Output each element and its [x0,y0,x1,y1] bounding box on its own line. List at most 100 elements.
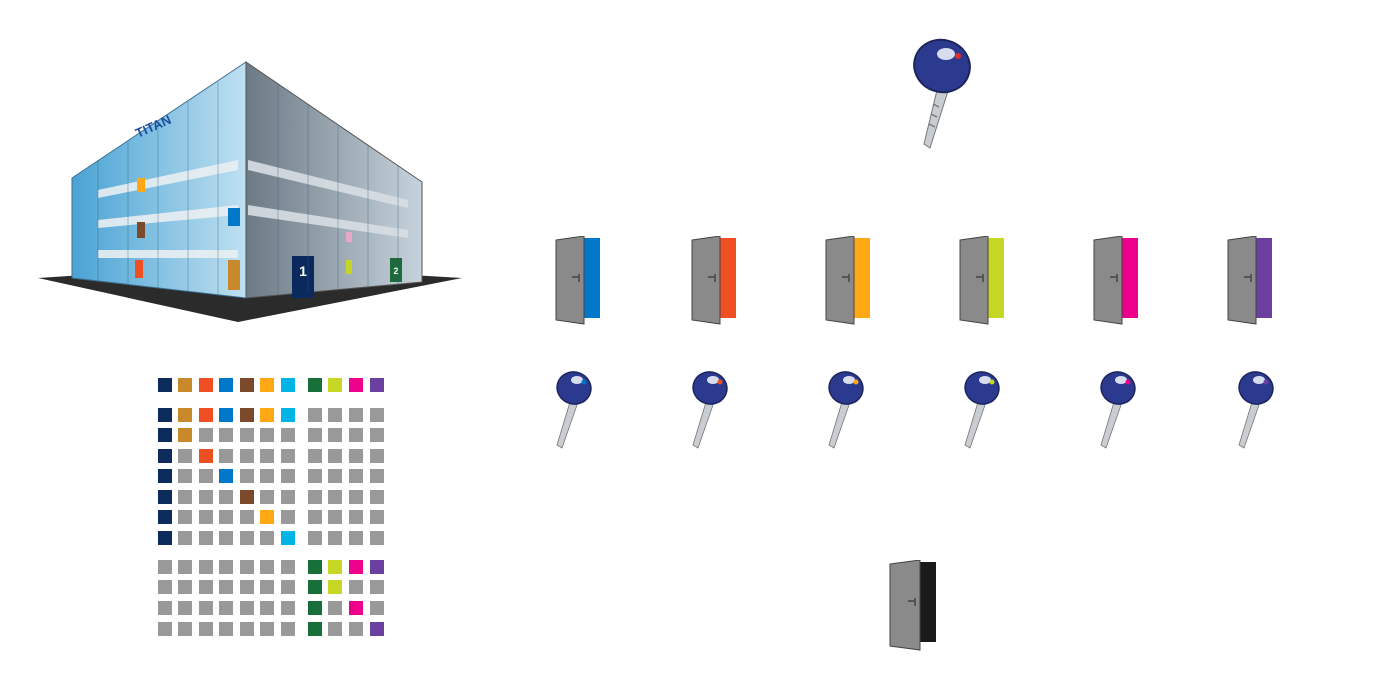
matrix-cell [240,510,254,524]
matrix-cell [370,622,384,636]
building-illustration: 1 2 TITAN [38,61,462,322]
key-2 [686,368,732,450]
matrix-cell [349,580,363,594]
matrix-cell [158,622,172,636]
matrix-cell [370,469,384,483]
matrix-cell [308,531,322,545]
matrix-cell [240,469,254,483]
matrix-cell [219,531,233,545]
interior-door [346,260,352,274]
matrix-cell [281,408,295,422]
matrix-cell [158,531,172,545]
matrix-cell [328,469,342,483]
matrix-header-cell [260,378,274,392]
matrix-cell [260,469,274,483]
right-facade [245,61,423,299]
matrix-cell [349,622,363,636]
matrix-cell [281,531,295,545]
door-4 [958,235,1008,326]
matrix-cell [349,560,363,574]
matrix-cell [281,469,295,483]
matrix-cell [219,449,233,463]
matrix-cell [308,510,322,524]
matrix-cell [281,601,295,615]
matrix-cell [199,469,213,483]
matrix-cell [308,580,322,594]
matrix-cell [370,490,384,504]
matrix-header-cell [219,378,233,392]
matrix-cell [219,428,233,442]
matrix-cell [281,428,295,442]
matrix-cell [199,408,213,422]
matrix-header-cell [178,378,192,392]
matrix-cell [158,560,172,574]
matrix-cell [199,601,213,615]
matrix-cell [178,469,192,483]
matrix-cell [328,601,342,615]
matrix-cell [328,408,342,422]
matrix-cell [178,531,192,545]
matrix-cell [178,560,192,574]
key-5 [1094,368,1140,450]
matrix-cell [178,408,192,422]
interior-door [135,260,143,278]
matrix-cell [219,580,233,594]
interior-door [228,208,240,226]
matrix-header-cell [199,378,213,392]
matrix-cell [281,560,295,574]
matrix-cell [260,531,274,545]
matrix-cell [178,580,192,594]
matrix-cell [308,408,322,422]
matrix-cell [328,622,342,636]
matrix-cell [199,622,213,636]
interior-door [137,222,145,238]
matrix-cell [281,622,295,636]
matrix-cell [260,601,274,615]
matrix-header-cell [308,378,322,392]
matrix-cell [328,531,342,545]
matrix-cell [219,510,233,524]
matrix-cell [328,560,342,574]
svg-text:1: 1 [299,263,307,279]
matrix-header-cell [158,378,172,392]
entrance-door-2: 2 [390,258,402,282]
door-2 [690,235,740,326]
matrix-header-cell [328,378,342,392]
matrix-cell [370,531,384,545]
matrix-cell [328,449,342,463]
matrix-cell [260,622,274,636]
key-6 [1232,368,1278,450]
matrix-cell [199,580,213,594]
interior-door [346,232,352,242]
interior-door [137,178,145,192]
matrix-cell [260,510,274,524]
matrix-cell [219,490,233,504]
matrix-cell [370,428,384,442]
matrix-cell [158,580,172,594]
matrix-cell [199,449,213,463]
door-6 [1226,235,1276,326]
key-3 [822,368,868,450]
matrix-header-cell [281,378,295,392]
matrix-cell [281,580,295,594]
matrix-cell [260,560,274,574]
matrix-cell [349,408,363,422]
matrix-cell [308,490,322,504]
matrix-cell [178,622,192,636]
matrix-cell [370,408,384,422]
matrix-cell [178,428,192,442]
matrix-cell [328,428,342,442]
matrix-header-cell [370,378,384,392]
svg-text:2: 2 [393,266,398,276]
matrix-cell [370,510,384,524]
matrix-cell [178,449,192,463]
matrix-header-cell [349,378,363,392]
matrix-header-cell [240,378,254,392]
matrix-cell [219,601,233,615]
matrix-cell [328,490,342,504]
matrix-cell [199,531,213,545]
matrix-cell [308,622,322,636]
door-3 [824,235,874,326]
matrix-cell [199,510,213,524]
matrix-cell [199,490,213,504]
